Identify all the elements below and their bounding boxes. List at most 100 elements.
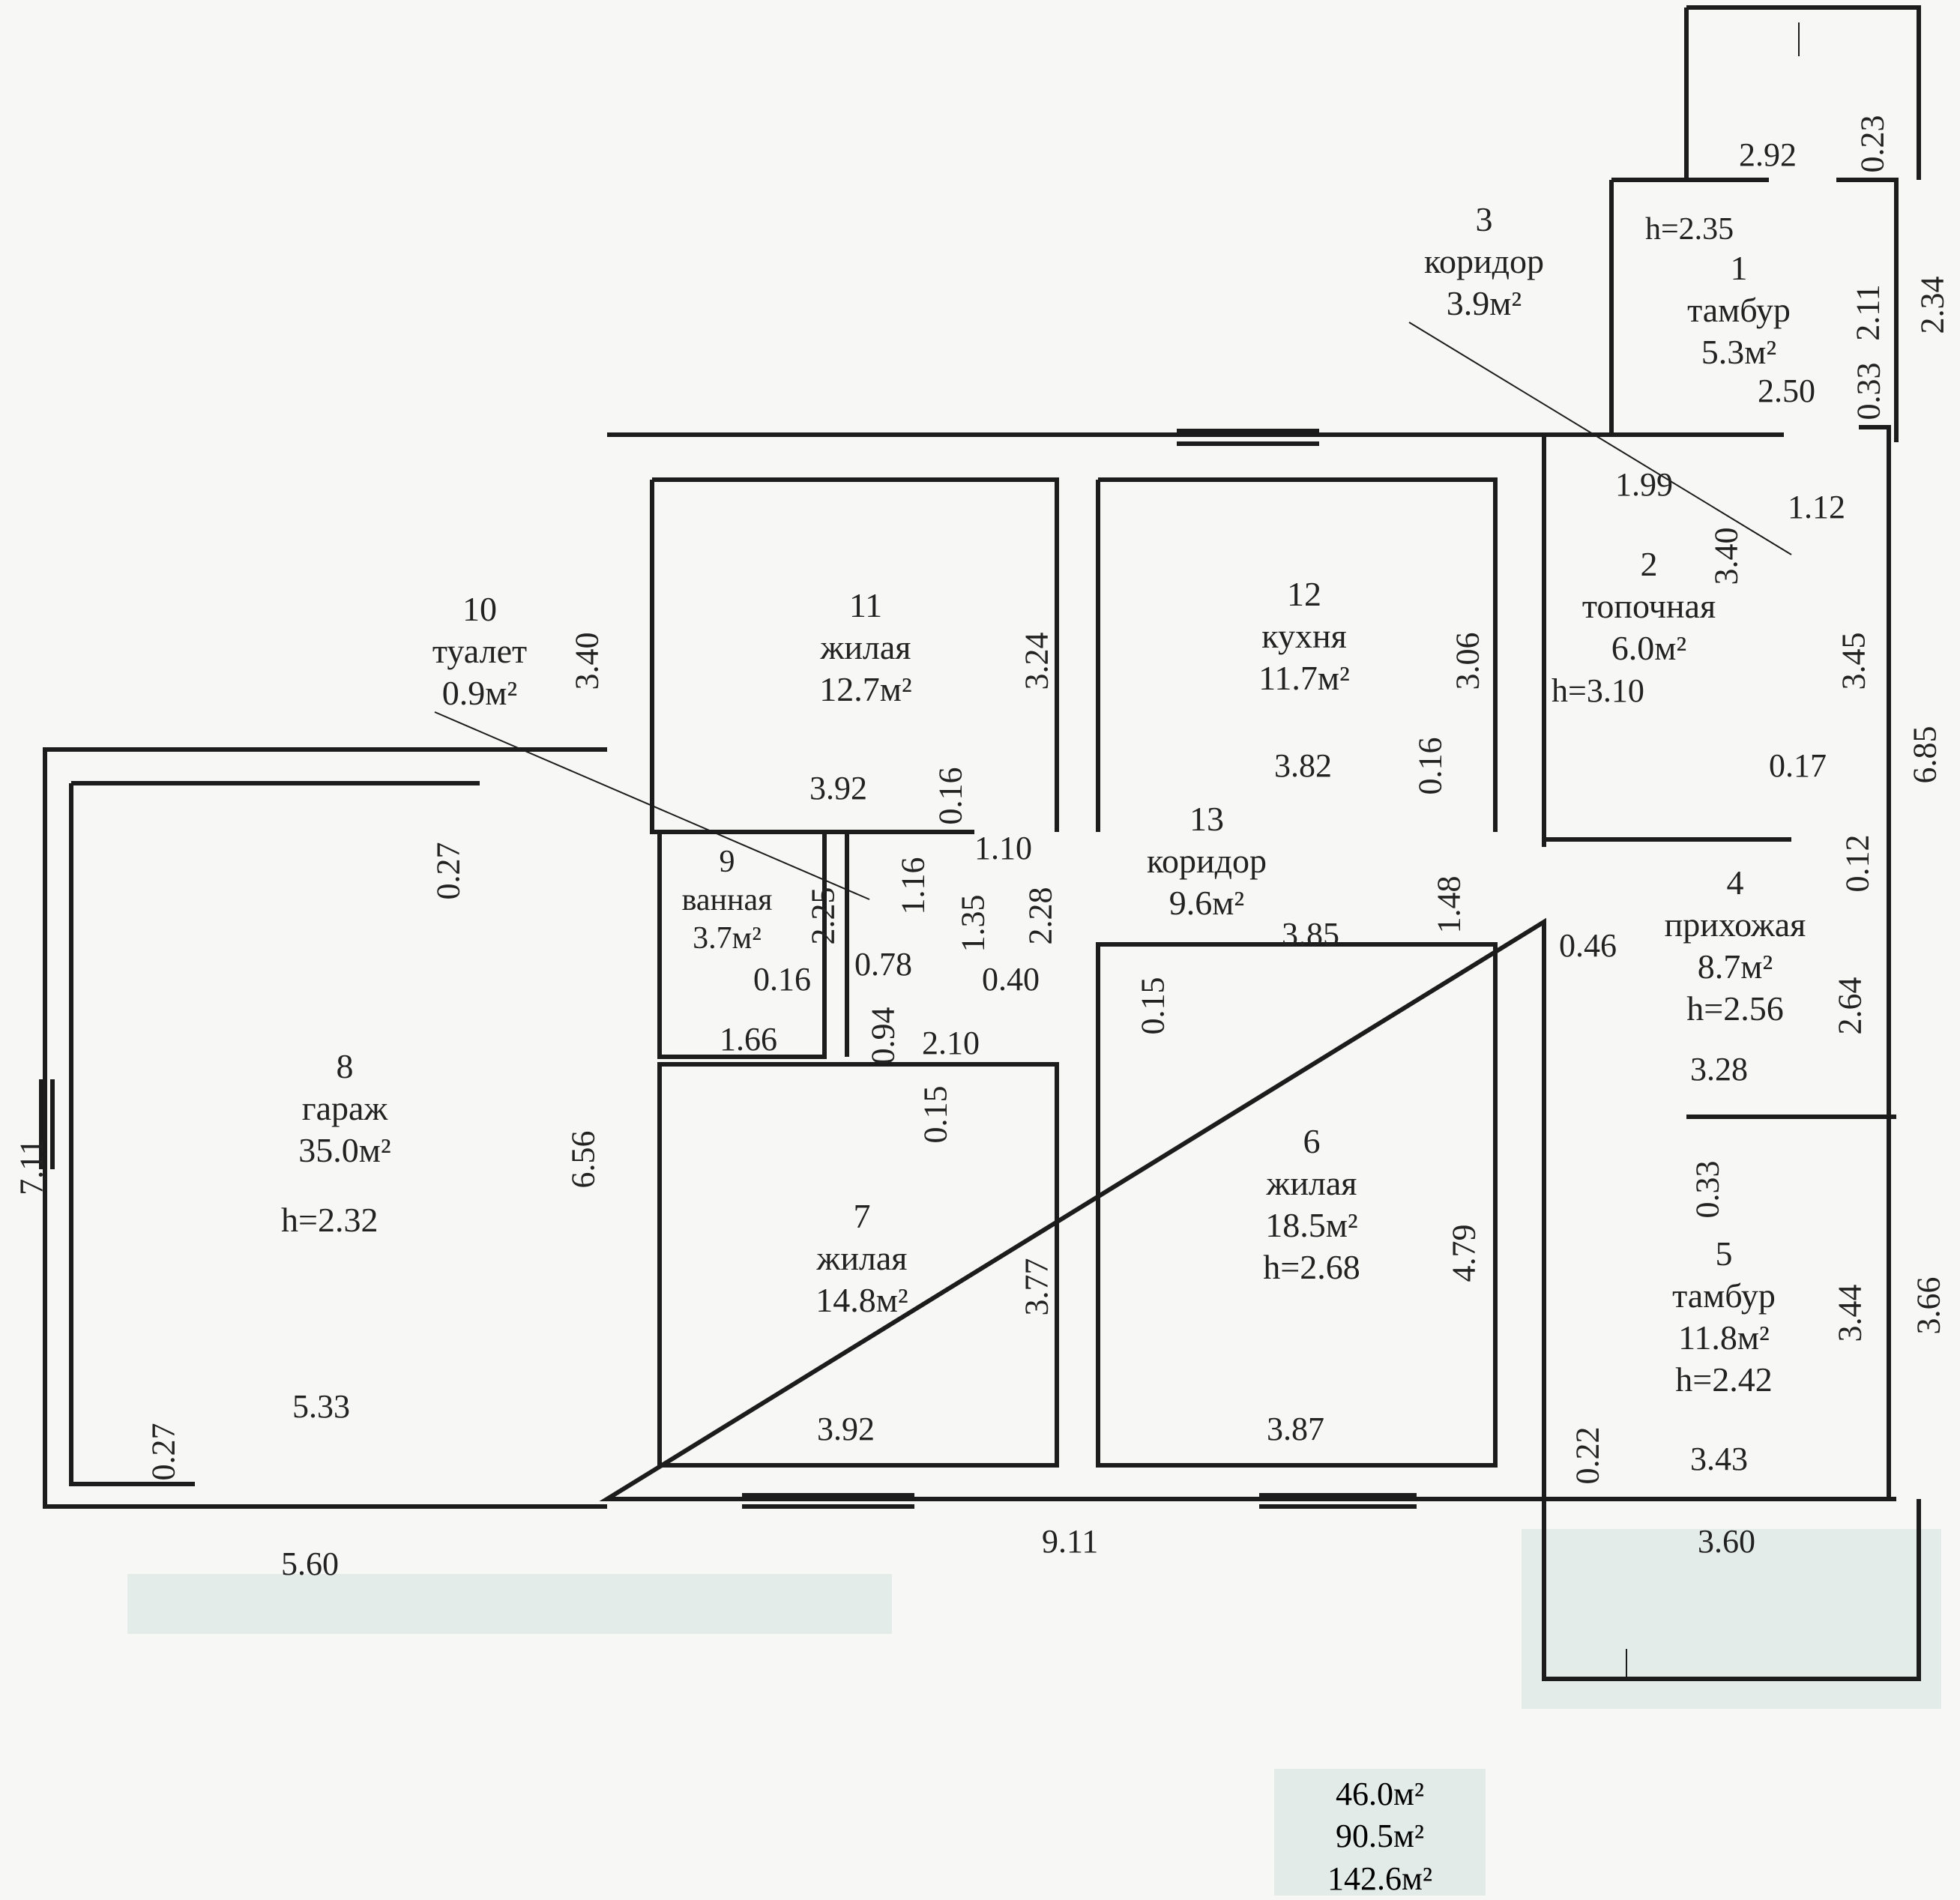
room-number: 9: [719, 845, 735, 879]
total-area-value: 46.0м²: [1335, 1776, 1425, 1812]
room-area: 11.7м²: [1258, 659, 1350, 698]
room-name: ванная: [681, 883, 773, 918]
dimension-label: 1.99: [1615, 466, 1673, 503]
dimension-label: 0.27: [429, 842, 467, 900]
dimension-label: 3.24: [1018, 632, 1055, 690]
room-number: 12: [1287, 575, 1321, 613]
window: [742, 1493, 914, 1509]
dimension-label: 0.33: [1850, 362, 1887, 420]
room-height: h=2.32: [281, 1201, 379, 1239]
room-number: 7: [853, 1197, 871, 1235]
room-number: 4: [1726, 863, 1744, 902]
dimension-label: 2.10: [922, 1025, 980, 1061]
dimension-label: 2.92: [1739, 136, 1797, 173]
room-number: 5: [1715, 1234, 1733, 1273]
total-area-value: 142.6м²: [1327, 1860, 1433, 1897]
dimension-label: 3.28: [1690, 1051, 1748, 1088]
dimension-label: 0.16: [1411, 737, 1449, 795]
dimension-label: 2.50: [1758, 373, 1815, 409]
dimension-label: 0.23: [1854, 115, 1891, 173]
dimension-label: 3.66: [1910, 1276, 1947, 1335]
garage-inner-wall: [69, 781, 480, 1486]
room-1: 1 тамбур 5.3м²: [1675, 247, 1803, 373]
room-name: тамбур: [1672, 1276, 1776, 1315]
room-number: 2: [1640, 545, 1658, 583]
outer-wall: [599, 432, 1546, 1501]
dimension-label: 3.45: [1835, 632, 1872, 690]
room12-wall: [1096, 477, 1498, 832]
dimension-label: 0.22: [1569, 1426, 1606, 1485]
dimension-label: 9.11: [1042, 1523, 1099, 1560]
room-height: h=2.42: [1675, 1360, 1773, 1399]
dimension-label: 1.48: [1430, 875, 1468, 934]
room-3: 3 коридор 3.9м²: [1409, 199, 1559, 325]
dimension-label: 3.40: [1707, 527, 1745, 585]
leader-line: [1408, 322, 1792, 555]
room11-wall: [650, 477, 1059, 834]
room-height: h=2.35: [1645, 212, 1734, 247]
dimension-label: 1.66: [720, 1021, 777, 1058]
room9-wall: [657, 830, 827, 1059]
dimension-label: 3.85: [1282, 916, 1339, 953]
dimension-label: 6.85: [1906, 726, 1944, 784]
room5-wall: [1544, 1115, 1896, 1501]
background-shade: [127, 1574, 892, 1634]
area-totals: 46.0м² 90.5м² 142.6м²: [1274, 1769, 1486, 1897]
dimension-label: 0.46: [1559, 927, 1617, 964]
dimension-label: 3.40: [568, 632, 606, 690]
room-4: 4 прихожая 8.7м² h=2.56: [1638, 862, 1833, 1030]
room-area: 3.7м²: [693, 921, 762, 956]
room-number: 3: [1475, 200, 1493, 238]
room-area: 9.6м²: [1169, 884, 1245, 923]
dimension-label: 6.56: [564, 1130, 602, 1189]
dimension-label: 0.16: [753, 961, 811, 998]
room-12: 12 кухня 11.7м²: [1229, 573, 1379, 699]
dimension-label: 3.06: [1449, 632, 1486, 690]
dimension-label: 1.35: [954, 894, 992, 953]
room-name: жилая: [820, 628, 911, 667]
room-9: 9 ванная 3.7м²: [660, 843, 794, 959]
dimension-label: 0.16: [932, 767, 969, 825]
room-number: 6: [1303, 1122, 1321, 1160]
room-number: 8: [336, 1047, 354, 1085]
room-name: жилая: [1266, 1164, 1357, 1203]
dimension-label: 3.82: [1274, 747, 1332, 784]
dimension-label: 1.10: [974, 830, 1032, 866]
dimension-label: 4.79: [1445, 1224, 1483, 1282]
dimension-label: 2.11: [1849, 284, 1887, 341]
dimension-label: 5.60: [281, 1545, 339, 1582]
room-name: кухня: [1261, 617, 1347, 656]
room-name: жилая: [816, 1239, 908, 1278]
room-name: коридор: [1146, 842, 1267, 881]
room4-wall: [1859, 425, 1891, 1499]
dimension-label: 0.78: [854, 946, 912, 983]
room-area: 8.7м²: [1697, 947, 1773, 986]
room2-wall: [1542, 432, 1791, 842]
room-2: 2 топочная 6.0м²: [1559, 543, 1739, 669]
room-area: 11.8м²: [1678, 1318, 1770, 1357]
window: [39, 1079, 55, 1169]
dimension-label: 2.28: [1022, 887, 1059, 945]
room-area: 5.3м²: [1701, 333, 1777, 372]
room-13: 13 коридор 9.6м²: [1124, 798, 1289, 924]
room-area: 18.5м²: [1265, 1206, 1358, 1245]
dimension-label: 5.33: [292, 1388, 350, 1425]
window: [1259, 1493, 1417, 1509]
window: [1177, 429, 1319, 446]
room-area: 3.9м²: [1446, 284, 1522, 323]
room-11: 11 жилая 12.7м²: [791, 585, 941, 711]
dimension-label: 2.64: [1831, 977, 1869, 1035]
dimension-label: 3.44: [1831, 1284, 1869, 1342]
room-name: тамбур: [1687, 291, 1791, 330]
dimension-label: 3.92: [817, 1411, 875, 1447]
dimension-label: 0.27: [145, 1423, 182, 1481]
room-name: топочная: [1581, 587, 1716, 626]
dimension-label: 3.87: [1267, 1411, 1324, 1447]
room-6: 6 жилая 18.5м² h=2.68: [1229, 1121, 1394, 1288]
room-area: 0.9м²: [441, 674, 518, 713]
dimension-label: 0.17: [1769, 747, 1827, 784]
dimension-label: 3.77: [1018, 1258, 1055, 1316]
room-name: туалет: [432, 632, 528, 671]
